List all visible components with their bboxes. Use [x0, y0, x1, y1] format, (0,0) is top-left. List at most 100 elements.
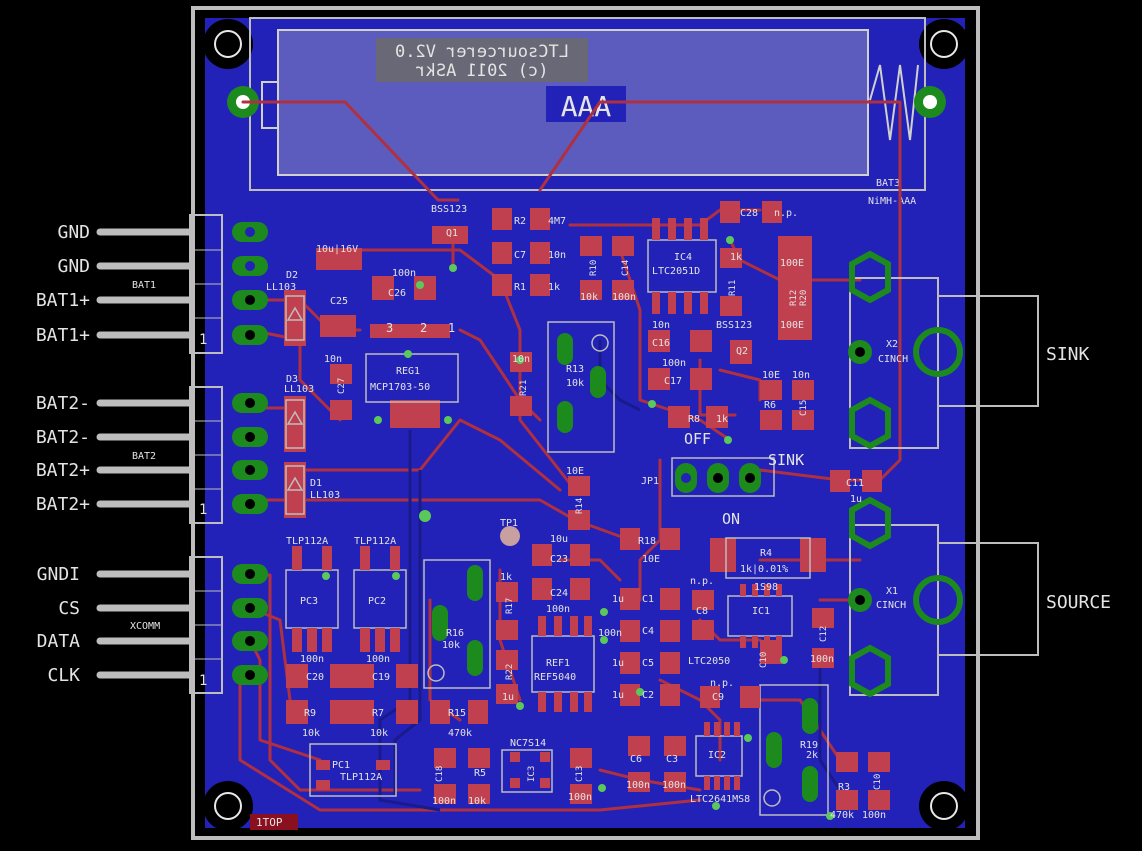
- label-r14: R14: [575, 498, 585, 514]
- label-r17-val: 1k: [500, 572, 512, 583]
- copyright-silk: (c) 2011 ASkr: [415, 61, 548, 81]
- label-r13-val: 10k: [566, 378, 584, 389]
- label-nc7s14: NC7S14: [510, 738, 546, 749]
- label-r6-val: 10E: [762, 370, 780, 381]
- label-r12: R12: [789, 290, 799, 306]
- label-r15: R15: [448, 708, 466, 719]
- label-c4: C4: [642, 626, 654, 637]
- label-c10b-val: 100n: [862, 810, 886, 821]
- group-label-xcomm: XCOMM: [130, 621, 160, 632]
- label-ref1: REF1: [546, 658, 570, 669]
- label-c19-val: 100n: [366, 654, 390, 665]
- label-c3-val: 100n: [662, 780, 686, 791]
- label-c6: C6: [630, 754, 642, 765]
- title-silk-box: [376, 38, 588, 82]
- pin-label-bat1-plus-1: BAT1+: [36, 290, 90, 311]
- label-r3: R3: [838, 782, 850, 793]
- label-q2: Q2: [736, 346, 748, 357]
- title-silk: LTCsourcerer V2.0: [395, 42, 569, 62]
- pad-bat1-gnd-1: [232, 222, 268, 242]
- x2-cinch-label: CINCH: [878, 354, 908, 365]
- jumper-name: JP1: [641, 476, 659, 487]
- group-label-bat1: BAT1: [132, 280, 156, 291]
- label-r4-val: 1k|0.01%: [740, 564, 788, 575]
- mounting-hole-tr: [919, 19, 969, 69]
- label-r1: R1: [514, 282, 526, 293]
- sink-label: SINK: [1046, 344, 1090, 365]
- trimmer-r19: [759, 684, 829, 816]
- label-r7: R7: [372, 708, 384, 719]
- label-r22-val: 1u: [502, 692, 514, 703]
- connector-bat1-housing: [189, 214, 223, 354]
- label-c5: C5: [642, 658, 654, 669]
- label-c15-val: 10n: [792, 370, 810, 381]
- label-c3: C3: [666, 754, 678, 765]
- label-c23-val: 10u: [550, 534, 568, 545]
- label-ref5040: REF5040: [534, 672, 576, 683]
- label-r10-val: 10k: [580, 292, 598, 303]
- label-r7-val: 10k: [370, 728, 388, 739]
- label-tlp-pc2: TLP112A: [354, 536, 396, 547]
- label-c24: C24: [550, 588, 568, 599]
- pin-label-gndi: GNDI: [37, 564, 80, 585]
- label-reg-pin2: 2: [420, 321, 427, 335]
- sink-connector: [848, 250, 1039, 450]
- label-r2-val: 4M7: [548, 216, 566, 227]
- label-c4-val: 100n: [598, 628, 622, 639]
- label-c20-val: 100n: [300, 654, 324, 665]
- label-c27: C27: [337, 378, 347, 394]
- pad-xcomm-3: [232, 631, 268, 651]
- label-r2: R2: [514, 216, 526, 227]
- label-c14-val: 100n: [612, 292, 636, 303]
- label-c24-val: 100n: [546, 604, 570, 615]
- pad-bat2-plus-1: [232, 460, 268, 480]
- label-r9: R9: [304, 708, 316, 719]
- label-bss123-q1: BSS123: [431, 204, 467, 215]
- label-c7: C7: [514, 250, 526, 261]
- connector-pads: [232, 222, 268, 685]
- label-c26: C26: [388, 288, 406, 299]
- ic-legs: [292, 218, 782, 790]
- label-d3: D3: [286, 374, 298, 385]
- pad-xcomm-2: [232, 598, 268, 618]
- label-r20: R20: [799, 290, 809, 306]
- label-c1: C1: [642, 594, 654, 605]
- bottom-traces: [378, 340, 842, 812]
- label-r11-val: 1k: [730, 252, 742, 263]
- label-c23: C23: [550, 554, 568, 565]
- jumper-on-label: ON: [722, 510, 740, 528]
- label-ll103-b: LL103: [284, 384, 314, 395]
- label-r18-val: 10E: [642, 554, 660, 565]
- label-r18: R18: [638, 536, 656, 547]
- group-label-bat2: BAT2: [132, 451, 156, 462]
- label-r8-val: 1k: [716, 414, 728, 425]
- pin1-mark-xcomm: 1: [199, 673, 207, 689]
- label-c28-val: n.p.: [774, 208, 798, 219]
- label-c18-val: 100n: [432, 796, 456, 807]
- label-c20: C20: [306, 672, 324, 683]
- connector-xcomm-housing: [189, 556, 223, 694]
- label-c11-val: 1u: [850, 494, 862, 505]
- label-c18: C18: [435, 766, 445, 782]
- label-c9: C9: [712, 692, 724, 703]
- label-r1-val: 1k: [548, 282, 560, 293]
- label-ltc2050: LTC2050: [688, 656, 730, 667]
- jumper-sink-label: SINK: [768, 451, 804, 469]
- pad-bat2-minus-2: [232, 427, 268, 447]
- label-c2-val: 1u: [612, 690, 624, 701]
- trimmer-r13: [547, 321, 615, 453]
- designators: BSS123 Q1 R2 4M7 C7 10n R1 1k R10 10k C1…: [266, 204, 886, 821]
- pad-bat1-gnd-2: [232, 256, 268, 276]
- label-ic2: IC2: [708, 750, 726, 761]
- x1-label: X1: [886, 586, 898, 597]
- x1-cinch-label: CINCH: [876, 600, 906, 611]
- pad-bat2-minus-1: [232, 393, 268, 413]
- pin-label-data: DATA: [37, 631, 81, 652]
- label-c16-val: 10n: [652, 320, 670, 331]
- label-c8: C8: [696, 606, 708, 617]
- label-r11: R11: [728, 280, 738, 296]
- label-c8-val: n.p.: [690, 576, 714, 587]
- label-pc1: PC1: [332, 760, 350, 771]
- label-r17: R17: [505, 598, 515, 614]
- label-bss123-q2: BSS123: [716, 320, 752, 331]
